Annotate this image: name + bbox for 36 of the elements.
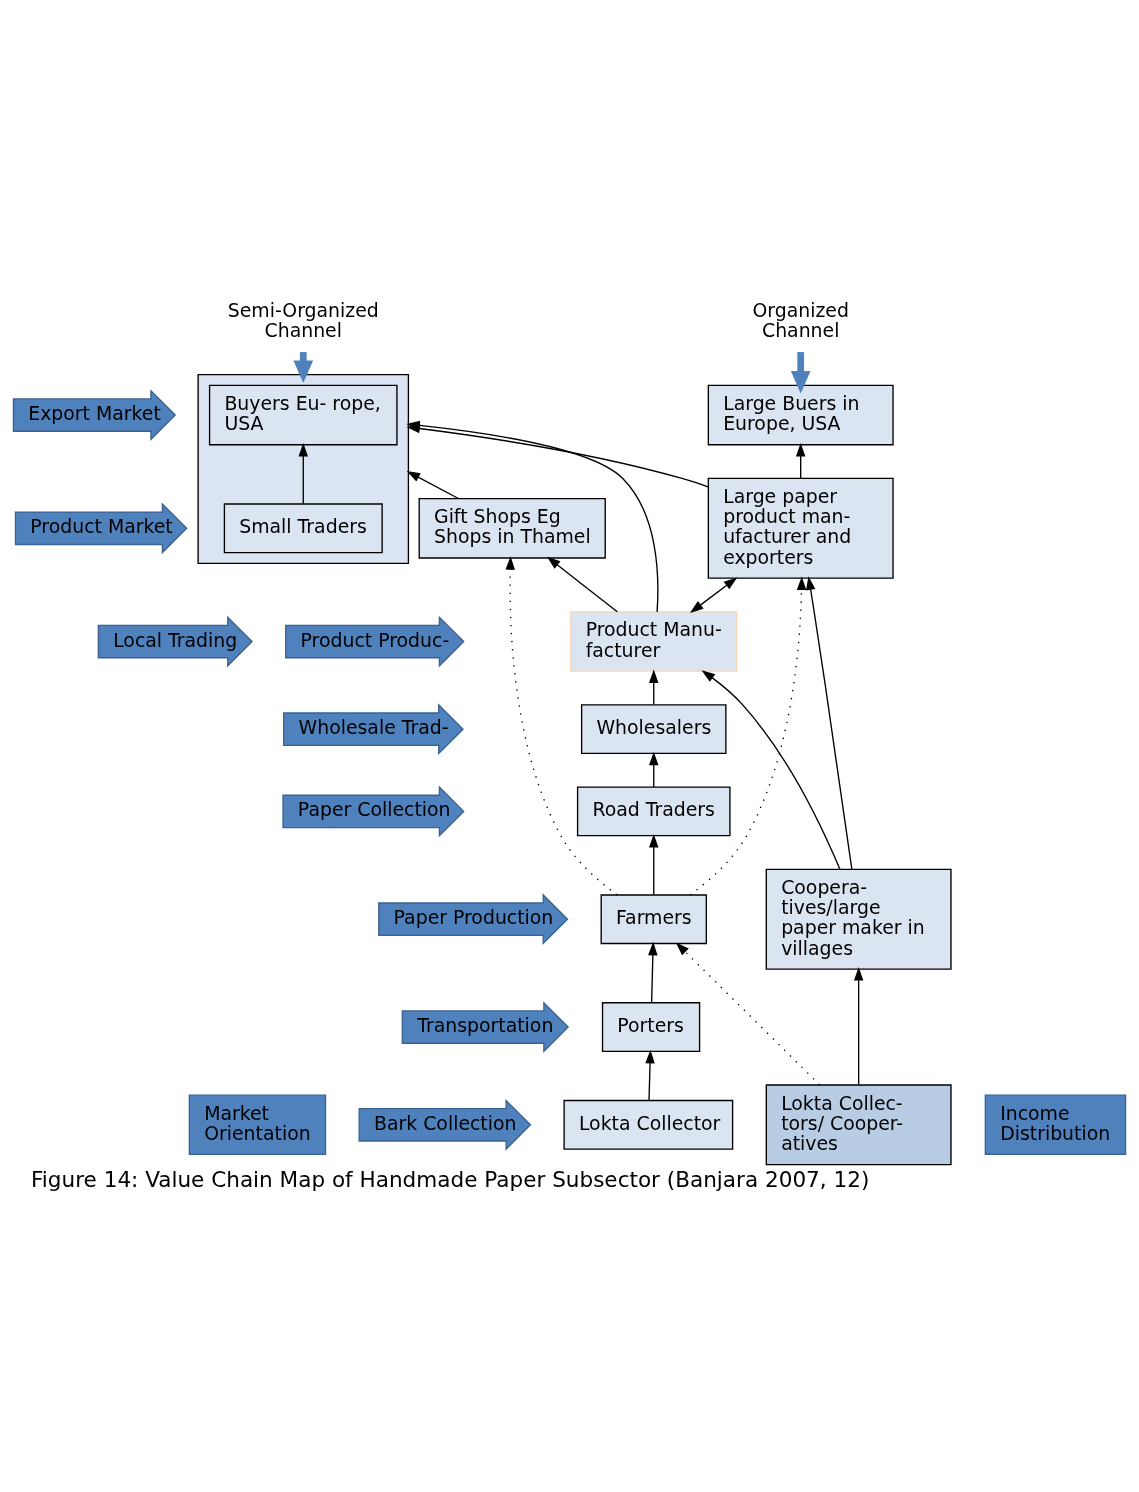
arrow — [505, 556, 618, 896]
node-box: Large paper product man- ufacturer and exporters — [707, 477, 894, 579]
arrow — [795, 442, 806, 479]
node-box: Gift Shops Eg Shops in Thamel — [418, 497, 606, 559]
arrow — [675, 942, 821, 1086]
node-text: Organized Channel — [752, 298, 849, 342]
arrow — [648, 941, 658, 1004]
node-box: Lokta Collec- tors/ Cooper- atives — [765, 1084, 952, 1166]
node-box: Farmers — [600, 894, 707, 945]
arrow — [649, 833, 659, 896]
node-box: Road Traders — [576, 786, 731, 837]
node-box: Buyers Eu- rope, USA — [208, 384, 398, 446]
node-box: Porters — [601, 1002, 701, 1052]
arrow — [853, 967, 864, 1086]
node-box: Income Distribution — [984, 1094, 1127, 1156]
arrow — [298, 442, 308, 505]
node-box: Small Traders — [223, 503, 383, 554]
arrow — [649, 669, 659, 706]
node-box: Large Buers in Europe, USA — [707, 384, 894, 446]
node-box: Coopera- tives/large paper maker in villages — [765, 868, 952, 970]
arrow — [701, 670, 841, 870]
node-box: Product Manu- facturer — [570, 611, 738, 672]
arrow — [689, 577, 738, 613]
node-box: Lokta Collector — [563, 1099, 734, 1150]
cluster — [197, 373, 410, 564]
arrow — [546, 556, 618, 613]
arrow — [645, 1049, 655, 1102]
arrow — [406, 471, 460, 500]
node-box: Wholesalers — [580, 704, 727, 755]
node-box: Market Orientation — [188, 1094, 327, 1156]
arrow — [649, 751, 659, 788]
caption: Figure 14: Value Chain Map of Handmade Paper Subsector (Banjara 2007, 12) — [31, 1167, 870, 1193]
arrow — [689, 576, 807, 896]
arrow — [806, 576, 853, 870]
arrow — [293, 352, 314, 384]
node-text: Semi-Organized Channel — [227, 298, 379, 342]
